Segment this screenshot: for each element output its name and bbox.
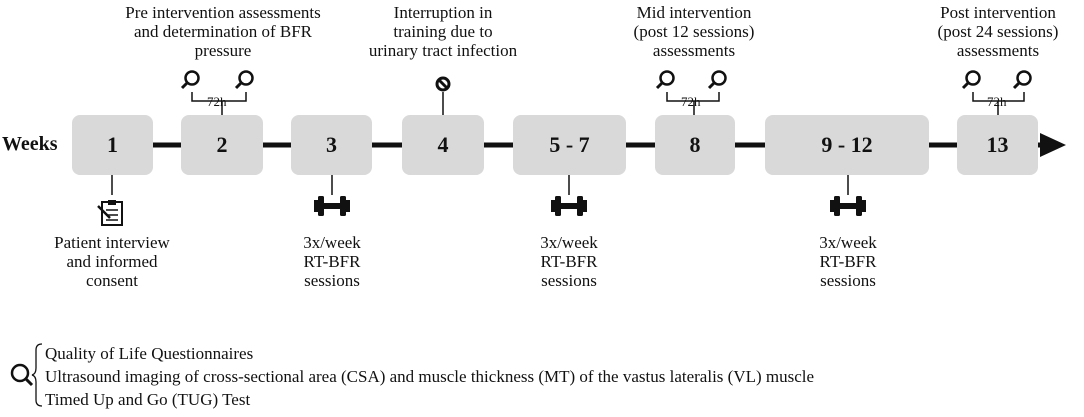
interval-bracket xyxy=(191,92,247,102)
legend-item-ultrasound: Ultrasound imaging of cross-sectional ar… xyxy=(45,367,815,386)
week-box-2: 2 xyxy=(181,115,263,175)
legend-brace xyxy=(31,343,43,407)
week-box-13: 13 xyxy=(957,115,1038,175)
interval-label-mid: 72h xyxy=(681,94,701,109)
magnifier-icon xyxy=(10,363,34,387)
post-intervention-note: Post intervention (post 24 sessions) ass… xyxy=(937,3,1059,60)
week5-7-note: 3x/week RT-BFR sessions xyxy=(540,233,598,290)
week3-note: 3x/week RT-BFR sessions xyxy=(303,233,361,290)
week9-12-note: 3x/week RT-BFR sessions xyxy=(819,233,877,290)
interval-label-pre: 72h xyxy=(207,94,227,109)
week-box-4: 4 xyxy=(402,115,484,175)
magnifier-icon xyxy=(180,70,200,90)
week-box-9-12: 9 - 12 xyxy=(765,115,929,175)
dumbbell-icon xyxy=(830,196,866,216)
pre-intervention-note: Pre intervention assessments and determi… xyxy=(125,3,321,60)
legend-item-tug: Timed Up and Go (TUG) Test xyxy=(45,390,251,409)
week-box-3: 3 xyxy=(291,115,372,175)
mid-intervention-note: Mid intervention (post 12 sessions) asse… xyxy=(633,3,755,60)
week-box-5-7: 5 - 7 xyxy=(513,115,626,175)
weeks-label: Weeks xyxy=(2,133,58,155)
week1-note: Patient interview and informed consent xyxy=(54,233,170,290)
magnifier-icon xyxy=(655,70,675,90)
magnifier-icon xyxy=(234,70,254,90)
interruption-note: Interruption in training due to urinary … xyxy=(368,3,518,60)
interval-label-post: 72h xyxy=(987,94,1007,109)
no-sign-icon xyxy=(435,76,451,92)
week-box-1: 1 xyxy=(72,115,153,175)
week-box-8: 8 xyxy=(655,115,735,175)
magnifier-icon xyxy=(1012,70,1032,90)
dumbbell-icon xyxy=(314,196,350,216)
dumbbell-icon xyxy=(551,196,587,216)
magnifier-icon xyxy=(961,70,981,90)
clipboard-icon xyxy=(97,200,123,226)
interval-bracket xyxy=(666,92,720,102)
magnifier-icon xyxy=(707,70,727,90)
legend-item-qol: Quality of Life Questionnaires xyxy=(45,344,254,363)
arrow-head-icon xyxy=(1040,133,1066,157)
